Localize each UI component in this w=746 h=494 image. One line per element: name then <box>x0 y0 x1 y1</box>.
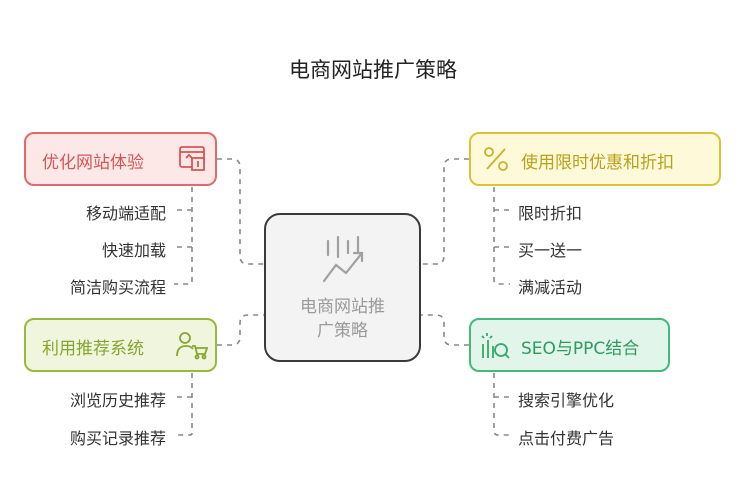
user-cart-icon <box>176 332 208 360</box>
central-topic-node[interactable]: 电商网站推 广策略 <box>264 213 421 362</box>
central-topic-line2: 广策略 <box>317 321 368 341</box>
branch-limited-discounts[interactable]: 使用限时优惠和折扣 <box>469 132 721 186</box>
list-item: 搜索引擎优化 <box>518 391 615 410</box>
list-item: 限时折扣 <box>518 204 583 223</box>
growth-chart-icon <box>322 235 364 283</box>
central-topic-line1: 电商网站推 <box>300 297 385 317</box>
branch-seo-ppc[interactable]: SEO与PPC结合 <box>469 318 670 372</box>
branch-label: SEO与PPC结合 <box>521 339 640 359</box>
branch-label: 使用限时优惠和折扣 <box>521 153 674 173</box>
branch-label: 优化网站体验 <box>42 153 144 173</box>
branch-website-experience[interactable]: 优化网站体验 <box>24 132 217 186</box>
list-item: 满减活动 <box>518 278 583 297</box>
web-optimize-icon <box>179 146 205 171</box>
branch-label: 利用推荐系统 <box>42 339 144 359</box>
list-item: 买一送一 <box>518 241 583 260</box>
list-item: 移动端适配 <box>85 204 166 223</box>
percent-icon <box>484 147 508 171</box>
branch-recommendation-system[interactable]: 利用推荐系统 <box>24 318 217 372</box>
seo-chart-icon <box>481 333 510 359</box>
list-item: 点击付费广告 <box>518 429 615 448</box>
list-item: 购买记录推荐 <box>69 429 166 448</box>
list-item: 快速加载 <box>101 241 166 260</box>
list-item: 简洁购买流程 <box>69 278 166 297</box>
diagram-title: 电商网站推广策略 <box>289 58 457 82</box>
list-item: 浏览历史推荐 <box>69 391 166 410</box>
